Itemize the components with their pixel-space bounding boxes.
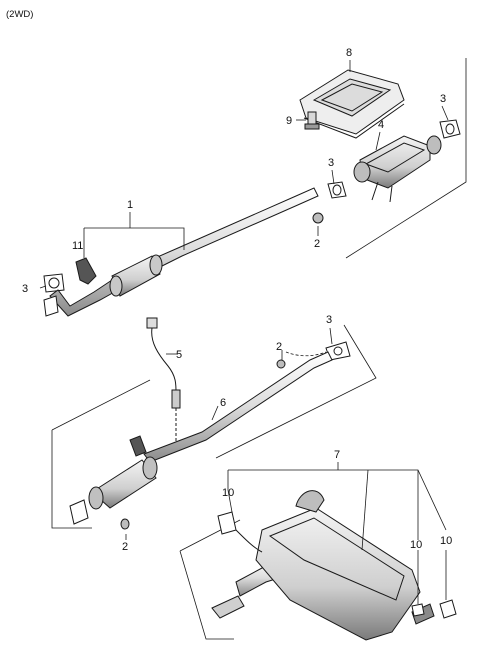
callout-10-right: 10 bbox=[440, 535, 452, 547]
group-frames bbox=[51, 58, 467, 640]
callout-3-lower: 3 bbox=[326, 314, 332, 326]
callout-7: 7 bbox=[334, 449, 340, 461]
callout-8: 8 bbox=[346, 47, 352, 59]
muffler-icon bbox=[211, 490, 435, 641]
clamp-icon bbox=[75, 257, 97, 285]
callouts: 8 9 4 3 3 2 1 11 3 5 3 2 6 2 7 10 10 10 bbox=[22, 47, 452, 553]
center-pipe-icon bbox=[69, 351, 333, 525]
callout-3-upper: 3 bbox=[440, 93, 446, 105]
callout-2-lower: 2 bbox=[122, 541, 128, 553]
callout-9: 9 bbox=[286, 115, 292, 127]
callout-1: 1 bbox=[127, 199, 133, 211]
callout-10-mid: 10 bbox=[410, 539, 422, 551]
callout-2-mid: 2 bbox=[276, 341, 282, 353]
callout-5: 5 bbox=[176, 349, 182, 361]
callout-11: 11 bbox=[72, 240, 83, 252]
heat-shield-icon bbox=[299, 69, 405, 139]
callout-6: 6 bbox=[220, 397, 226, 409]
gasket-icon bbox=[43, 119, 461, 361]
callout-3-left: 3 bbox=[22, 283, 28, 295]
leader-lines bbox=[39, 60, 449, 604]
callout-4: 4 bbox=[378, 119, 384, 131]
bolt-icon bbox=[304, 111, 320, 130]
callout-10-left: 10 bbox=[222, 487, 234, 499]
callout-3-mid: 3 bbox=[328, 157, 334, 169]
front-pipe-icon bbox=[43, 187, 319, 317]
oxygen-sensor-icon bbox=[146, 317, 181, 452]
nut-icon bbox=[120, 212, 324, 530]
callout-2-upper: 2 bbox=[314, 238, 320, 250]
variant-label: (2WD) bbox=[6, 9, 33, 20]
hanger-icon bbox=[217, 511, 457, 619]
catalytic-converter-icon bbox=[353, 135, 442, 203]
